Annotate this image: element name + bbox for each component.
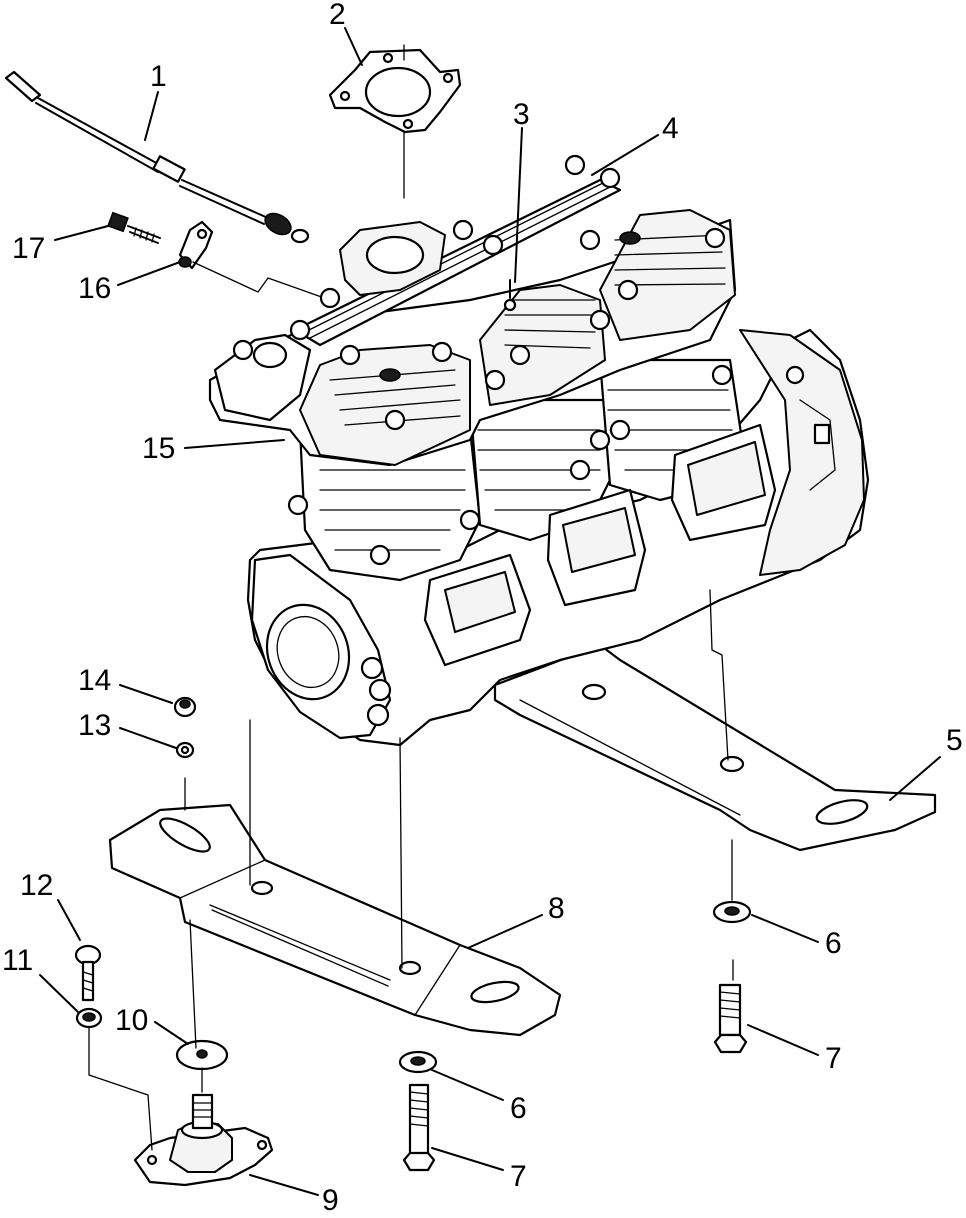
callout-6-left: 6 — [510, 1092, 527, 1125]
leader-lines — [39, 27, 941, 1196]
part-gasket — [328, 44, 462, 199]
part-cable — [4, 70, 310, 244]
part-front-mount-plate — [108, 803, 562, 1037]
callout-17: 17 — [12, 232, 45, 265]
part-bolt-7-right — [713, 983, 748, 1054]
callout-5: 5 — [946, 724, 963, 757]
callout-3: 3 — [513, 98, 530, 131]
callout-7-right: 7 — [825, 1042, 842, 1075]
part-washer-6-left — [398, 1050, 438, 1074]
callout-14: 14 — [78, 664, 111, 697]
part-washer-13 — [175, 741, 195, 759]
callout-13: 13 — [78, 709, 111, 742]
callout-10: 10 — [115, 1004, 148, 1037]
part-rear-mount-plate — [493, 643, 937, 852]
callout-2: 2 — [329, 0, 346, 31]
part-bolt-7-left — [402, 1083, 436, 1172]
engine-assembly — [208, 154, 870, 747]
callout-4: 4 — [662, 112, 679, 145]
part-nut-14 — [173, 696, 197, 718]
callout-1: 1 — [150, 60, 167, 93]
callout-9: 9 — [322, 1184, 339, 1213]
part-isolator-mount-9 — [133, 1093, 274, 1187]
head-bolts — [232, 154, 733, 566]
callout-7-left: 7 — [510, 1160, 527, 1193]
callout-11: 11 — [2, 944, 33, 977]
part-washer-11 — [75, 1007, 103, 1029]
callout-15: 15 — [142, 432, 175, 465]
callout-6-right: 6 — [825, 927, 842, 960]
callout-12: 12 — [20, 869, 53, 902]
callout-8: 8 — [548, 892, 565, 925]
cylinder-front — [298, 428, 482, 582]
part-washer-6-right — [712, 900, 752, 924]
part-bolt-12 — [74, 944, 102, 1002]
part-screw-and-bracket — [107, 211, 331, 301]
callout-16: 16 — [78, 272, 111, 305]
alignment-lines — [88, 589, 734, 1151]
part-washer-10 — [175, 1039, 229, 1071]
intake-reeds — [423, 423, 777, 667]
